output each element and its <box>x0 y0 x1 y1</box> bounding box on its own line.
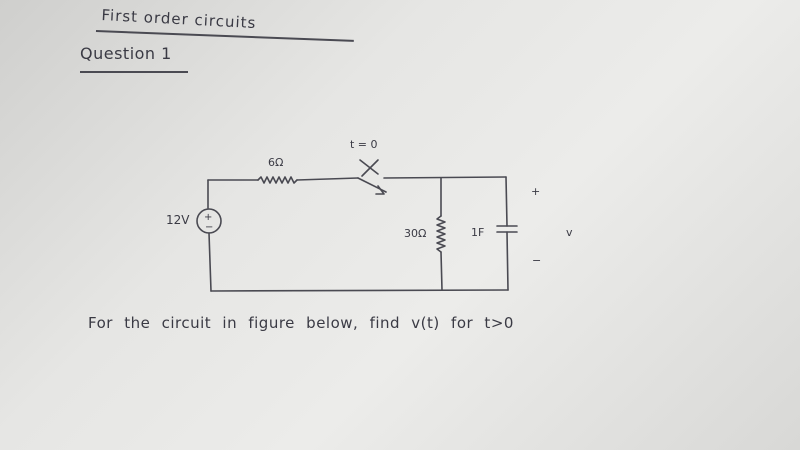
voltage-label: v <box>566 226 573 239</box>
source-plus-sign: + <box>204 212 212 223</box>
voltage-minus-sign: − <box>532 254 541 267</box>
problem-statement: For the circuit in figure below, find v(… <box>88 314 514 332</box>
wire-left-bottom <box>208 232 212 292</box>
switch-pivot-marker <box>359 159 379 177</box>
wire-shunt-bottom <box>440 251 443 291</box>
question-underline <box>80 71 188 73</box>
question-heading: Question 1 <box>80 44 172 63</box>
source-minus-sign: − <box>205 222 213 233</box>
wire-top-right <box>383 176 507 179</box>
wire-top-middle <box>296 177 359 181</box>
source-voltage-label: 12V <box>166 213 190 227</box>
wire-cap-bottom <box>506 231 509 291</box>
capacitor-label: 1F <box>471 226 484 239</box>
voltage-plus-sign: + <box>531 185 540 198</box>
shunt-resistor <box>436 215 446 253</box>
wire-bottom <box>210 289 509 292</box>
switch-time-label: t = 0 <box>350 138 378 151</box>
series-resistor-label: 6Ω <box>268 156 283 169</box>
series-resistor <box>257 176 298 184</box>
wire-cap-top <box>505 176 508 227</box>
switch-arrow <box>375 185 385 195</box>
shunt-resistor-label: 30Ω <box>404 227 426 240</box>
